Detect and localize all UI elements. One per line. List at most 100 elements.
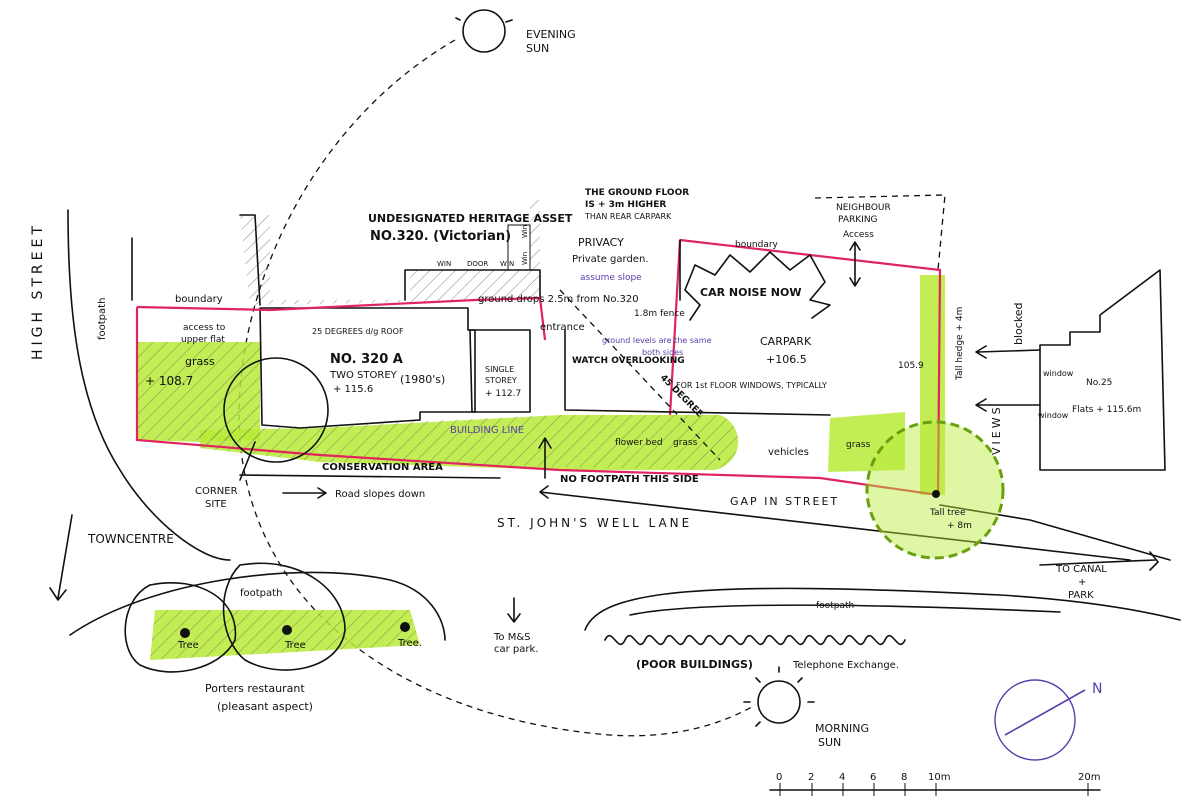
conservation-label: CONSERVATION AREA xyxy=(322,462,443,473)
window-label-1: window xyxy=(1043,369,1074,378)
boundary-top-label: boundary xyxy=(735,240,779,250)
evening-sun-icon xyxy=(455,9,513,53)
access-flat-label-2: upper flat xyxy=(181,335,225,345)
window-label-2: window xyxy=(1038,411,1069,420)
towncentre-label: TOWNCENTRE xyxy=(87,532,174,546)
views-arrow-2 xyxy=(975,398,1041,412)
footpath-bottom-label: footpath xyxy=(240,588,282,599)
tall-tree-label-1: Tall tree xyxy=(929,508,966,518)
corner-site-label-1: CORNER xyxy=(195,486,238,497)
neighbour-flats xyxy=(1039,269,1166,471)
canal-arrow xyxy=(1039,551,1159,571)
no320-outline xyxy=(239,214,541,306)
porters-label: Porters restaurant xyxy=(205,682,305,695)
morning-sun-label-1: MORNING xyxy=(815,722,869,735)
poor-buildings-label: (POOR BUILDINGS) xyxy=(636,658,753,671)
entrance-label: entrance xyxy=(540,322,585,333)
no-footpath-label: NO FOOTPATH THIS SIDE xyxy=(560,474,699,485)
ms-arrow xyxy=(507,597,521,623)
grass-right-label: grass xyxy=(846,440,871,450)
single-storey-label-2: STOREY xyxy=(485,376,517,385)
evening-sun-label-2: SUN xyxy=(526,42,549,55)
tall-tree-canopy xyxy=(865,420,1005,560)
carpark-outline xyxy=(564,239,831,416)
scale-tick-4: 4 xyxy=(839,772,845,783)
neighbour-parking-1: NEIGHBOUR xyxy=(836,203,891,213)
win-label-2: WIN xyxy=(500,260,514,268)
st-johns-label: ST. JOHN'S WELL LANE xyxy=(497,516,692,530)
gap-street-label: GAP IN STREET xyxy=(730,495,839,508)
flower-bed-label: flower bed xyxy=(615,438,663,448)
to-canal-label-2: + xyxy=(1078,577,1086,588)
tree-icon-3 xyxy=(400,622,410,632)
private-garden-label: Private garden. xyxy=(572,254,648,265)
two-storey-label: TWO STOREY xyxy=(329,370,398,381)
neighbour-parking-2: PARKING xyxy=(838,215,878,225)
tree-canopy-2 xyxy=(222,562,346,671)
no320a-title: NO. 320 A xyxy=(330,352,403,367)
high-street-label: HIGH STREET xyxy=(30,222,46,360)
lane-edge-right xyxy=(939,504,1171,561)
no320a-building xyxy=(259,307,476,429)
carpark-level: +106.5 xyxy=(766,353,807,366)
tree-icon-2 xyxy=(282,625,292,635)
tall-tree-trunk-icon xyxy=(932,490,940,498)
lane-edge-top xyxy=(239,474,501,479)
access-flat-label-1: access to xyxy=(183,323,226,333)
road-slopes-label: Road slopes down xyxy=(335,489,425,500)
corner-site-arrow xyxy=(239,441,256,481)
ground-floor-note-1: THE GROUND FLOOR xyxy=(585,188,689,198)
scale-tick-2: 2 xyxy=(808,772,814,783)
road-slopes-arrow xyxy=(282,487,327,499)
win-label-1: WIN xyxy=(437,260,451,268)
to-ms-label-1: To M&S xyxy=(493,632,530,643)
heritage-title: UNDESIGNATED HERITAGE ASSET xyxy=(368,212,573,225)
grass-mid-label: grass xyxy=(673,438,698,448)
single-storey-label-1: SINGLE xyxy=(485,365,514,374)
no320-victorian xyxy=(240,200,540,305)
level-1059: 105.9 xyxy=(898,361,924,371)
poor-buildings-zigzag xyxy=(604,634,906,646)
assume-slope-label: assume slope xyxy=(580,273,642,283)
site-boundary-bottom xyxy=(135,307,821,480)
sun-path-arc xyxy=(238,39,756,737)
to-ms-label-2: car park. xyxy=(494,644,538,655)
car-noise-label: CAR NOISE NOW xyxy=(700,286,802,299)
fence-label: 1.8m fence xyxy=(634,309,685,319)
north-arrow-icon xyxy=(994,679,1086,761)
carpark-label: CARPARK xyxy=(760,335,812,348)
scale-tick-0: 0 xyxy=(776,772,782,783)
ground-levels-label-2: both sides xyxy=(642,348,683,357)
grass-left-level: + 108.7 xyxy=(145,374,193,388)
views-label: VIEWS xyxy=(990,404,1003,455)
level-320a: + 115.6 xyxy=(333,384,373,395)
access-arrow xyxy=(849,241,861,287)
footpath-right-label: footpath xyxy=(816,601,854,611)
blocked-label: blocked xyxy=(1012,302,1025,345)
win-label-3: Win xyxy=(521,252,529,265)
scale-tick-6: 6 xyxy=(870,772,876,783)
no25-label: No.25 xyxy=(1086,378,1112,388)
corner-site-circle xyxy=(223,357,329,463)
footpath-left-label: footpath xyxy=(97,298,108,340)
heritage-number: NO.320. (Victorian) xyxy=(370,229,511,244)
scale-tick-8: 8 xyxy=(901,772,907,783)
morning-sun-label-2: SUN xyxy=(818,736,841,749)
vehicles-label: vehicles xyxy=(768,447,809,458)
evening-sun-label-1: EVENING xyxy=(526,28,576,41)
pleasant-label: (pleasant aspect) xyxy=(217,700,313,713)
access-label: Access xyxy=(843,230,874,240)
gap-arrow xyxy=(539,485,1131,561)
telephone-label: Telephone Exchange. xyxy=(792,660,899,671)
scale-tick-20: 20m xyxy=(1078,772,1100,783)
far-kerb xyxy=(584,587,1181,631)
ground-floor-note-2: IS + 3m HIGHER xyxy=(585,200,666,210)
car-noise-zigzag xyxy=(684,251,831,321)
grass-left-label: grass xyxy=(185,355,215,368)
tree-label-1: Tree xyxy=(177,640,199,651)
degrees-roof-label: 25 DEGREES d/g ROOF xyxy=(312,327,404,336)
tree-label-3: Tree. xyxy=(397,638,422,649)
scale-tick-10: 10m xyxy=(928,772,950,783)
ground-drops-label: ground drops 2.5m from No.320 xyxy=(478,294,639,305)
morning-sun-icon xyxy=(743,666,815,727)
